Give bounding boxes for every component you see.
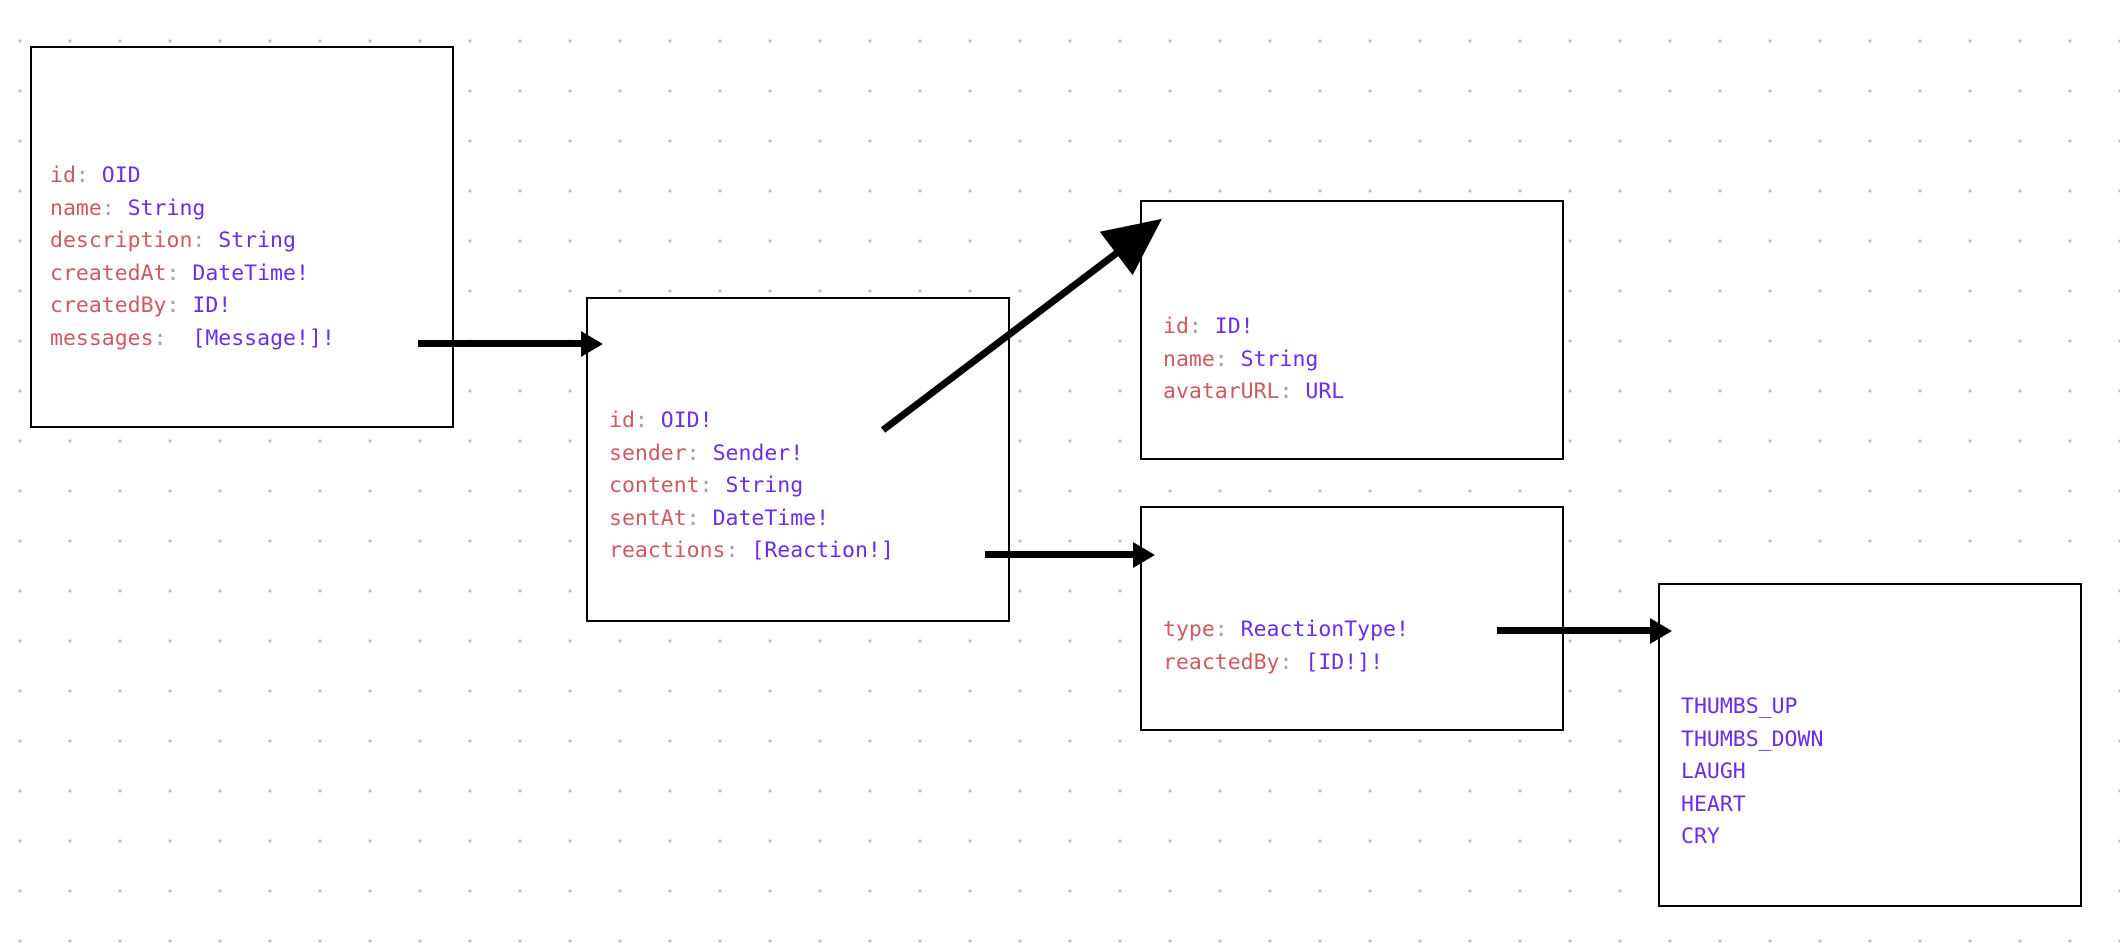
field-row: id: OID [50,163,141,188]
enum-value: HEART [1681,791,1746,817]
enum-value: THUMBS_UP [1681,694,1798,719]
field-row: type: ReactionType! [1163,617,1409,642]
enum-value: CRY [1681,824,1720,849]
field-row: createdBy: ID! [50,293,232,318]
entity-box-reaction[interactable] [1140,506,1564,731]
field-row: avatarURL: URL [1163,379,1345,404]
field-row: id: ID! [1163,314,1254,339]
field-row: id: OID! [609,408,713,433]
entity-box-reactiontype[interactable] [1658,583,2082,907]
field-row: description: String [50,228,296,253]
arrow-chatroomstate-to-message-line [418,340,583,347]
field-row: name: String [1163,346,1319,372]
field-row: name: String [50,195,206,221]
field-row: content: String [609,473,804,498]
enum-value: LAUGH [1681,759,1746,784]
field-row: sentAt: DateTime! [609,505,830,531]
entity-fields-message: id: OID! sender: Sender! content: String… [609,405,894,568]
arrow-reaction-to-reactiontype-head [1650,617,1672,644]
arrow-chatroomstate-to-message-head [581,330,603,357]
arrow-message-to-reaction-head [1133,541,1155,568]
field-row: reactedBy: [ID!]! [1163,649,1384,675]
entity-fields-reaction: type: ReactionType! reactedBy: [ID!]! [1163,614,1409,679]
field-row: sender: Sender! [609,440,804,466]
entity-enum-values-reactiontype: THUMBS_UP THUMBS_DOWN LAUGH HEART CRY [1681,691,1823,854]
enum-value: THUMBS_DOWN [1681,726,1824,752]
field-row: createdAt: DateTime! [50,260,309,286]
entity-box-sender[interactable] [1140,200,1564,460]
arrow-message-to-reaction-line [985,551,1135,558]
entity-fields-sender: id: ID! name: String avatarURL: URL [1163,311,1344,409]
arrow-reaction-to-reactiontype-line [1497,627,1652,634]
entity-box-chatroomstate[interactable] [30,46,454,428]
field-row: reactions: [Reaction!] [609,538,894,563]
field-row: messages: [Message!]! [50,325,335,351]
entity-fields-chatroomstate: id: OID name: String description: String… [50,160,335,355]
